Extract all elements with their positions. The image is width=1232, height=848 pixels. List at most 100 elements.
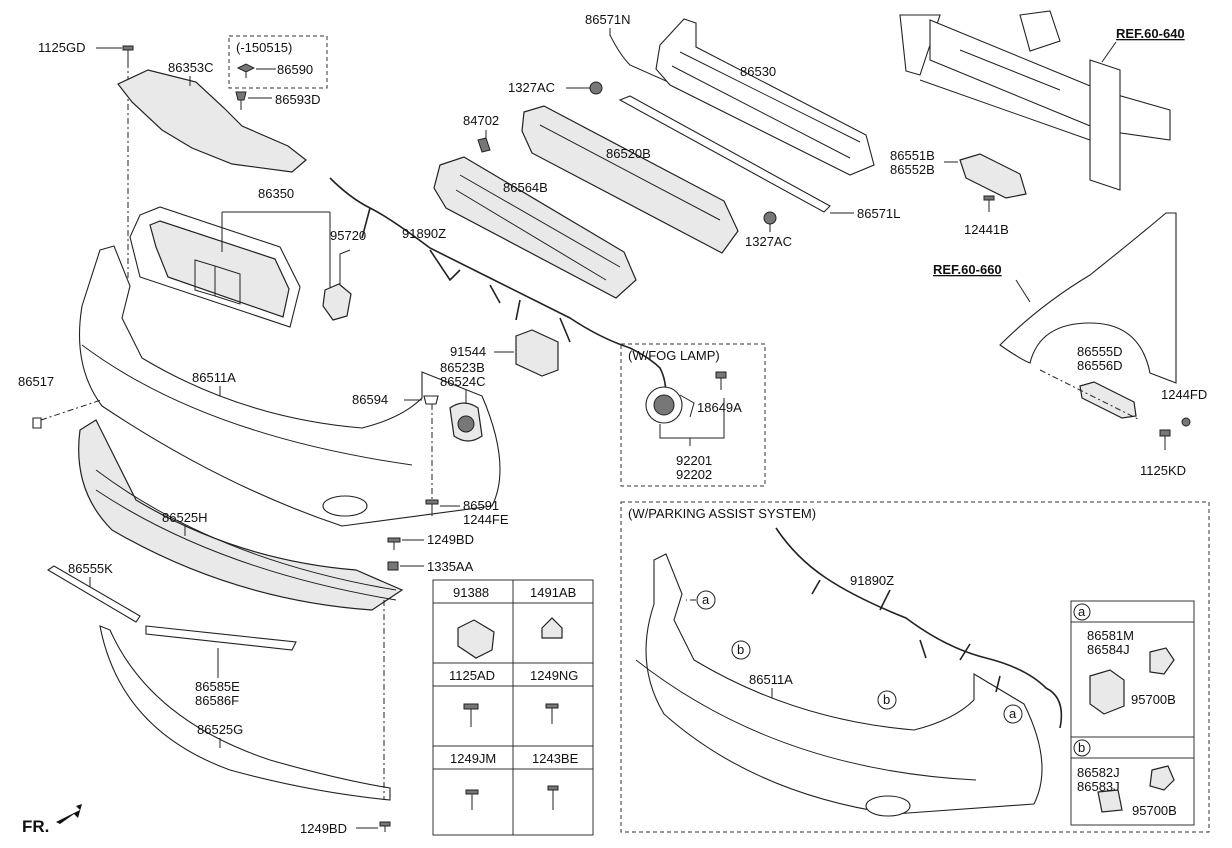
strip-86555K-part (46, 565, 141, 623)
label-86555K: 86555K (68, 561, 113, 576)
detail-panel-a (1070, 600, 1195, 738)
label-1244FD: 1244FD (1161, 387, 1207, 402)
label-1327AC-top: 1327AC (508, 80, 555, 95)
clip-86594-part (423, 395, 439, 405)
screw-1249JM-icon (465, 789, 479, 810)
label-86555D: 86555D (1077, 344, 1123, 359)
label-86350: 86350 (258, 186, 294, 201)
screw-1249BD-bottom-part (356, 821, 391, 832)
cell-1249JM: 1249JM (450, 751, 496, 766)
label-84702: 84702 (463, 113, 499, 128)
label-18649A: 18649A (697, 400, 742, 415)
label-92201: 92201 (676, 453, 712, 468)
label-86593D: 86593D (275, 92, 321, 107)
pas-wiring-91890Z-part (775, 527, 1063, 729)
label-86586F: 86586F (195, 693, 239, 708)
screw-1244FD-part (1181, 417, 1191, 427)
label-86571L: 86571L (857, 206, 900, 221)
bumper-86511A-part (78, 245, 501, 527)
svg-text:a: a (1009, 706, 1017, 721)
label-1249BD-mid: 1249BD (427, 532, 474, 547)
bracket-95720-part (322, 249, 352, 321)
label-91890Z: 91890Z (402, 226, 446, 241)
parking-assist-title: (W/PARKING ASSIST SYSTEM) (628, 506, 816, 521)
nut-1335AA-part (387, 561, 424, 571)
label-1327AC-bottom: 1327AC (745, 234, 792, 249)
label-86591: 86591 (463, 498, 499, 513)
label-86530: 86530 (740, 64, 776, 79)
cap-86517-part (32, 417, 42, 429)
parking-assist-box (620, 501, 1210, 833)
radiator-support-ref-part (899, 10, 1171, 191)
label-86353C: 86353C (168, 60, 214, 75)
label-86584J: 86584J (1087, 642, 1130, 657)
wiring-91890Z-part (329, 177, 667, 409)
screw-12441B-part (983, 195, 995, 212)
cell-1125AD: 1125AD (449, 668, 495, 683)
skid-86525G-part (99, 625, 391, 801)
svg-text:b: b (1078, 740, 1085, 755)
front-arrow-icon (56, 804, 82, 824)
bracket-91544-part (515, 329, 559, 377)
label-1125GD: 1125GD (38, 40, 85, 55)
cell-91388: 91388 (453, 585, 489, 600)
screw-1249NG-icon (545, 703, 559, 724)
label-86556D: 86556D (1077, 358, 1123, 373)
cell-1243BE: 1243BE (532, 751, 579, 766)
bulb-18649A-part (715, 371, 727, 390)
clip-86590-part (236, 63, 276, 78)
screw-1249BD-mid-part (387, 537, 424, 550)
front-direction-label: FR. (22, 817, 49, 836)
callout-b-2: b (877, 690, 897, 710)
callout-a-1: a (686, 590, 716, 610)
detail-panel-b (1070, 736, 1195, 826)
nut-1327AC-top-part (566, 81, 603, 95)
label-86520B: 86520B (606, 146, 651, 161)
label-95700B-b: 95700B (1132, 803, 1177, 818)
ref-60-660[interactable]: REF.60-660 (933, 262, 1002, 277)
label-1335AA: 1335AA (427, 559, 474, 574)
callout-a-2: a (1003, 704, 1023, 724)
label-1125KD: 1125KD (1140, 463, 1186, 478)
absorber-86520B-part (521, 105, 739, 254)
label-95700B-a: 95700B (1131, 692, 1176, 707)
svg-text:a: a (1078, 604, 1086, 619)
label-150515: (-150515) (236, 40, 292, 55)
label-86511A: 86511A (192, 370, 236, 385)
label-86583J: 86583J (1077, 779, 1120, 794)
strip-86585E-part (145, 625, 297, 651)
cell-1249NG: 1249NG (530, 668, 578, 683)
svg-text:b: b (883, 692, 890, 707)
label-86551B: 86551B (890, 148, 935, 163)
label-pas-91890Z: 91890Z (850, 573, 894, 588)
label-86564B: 86564B (503, 180, 548, 195)
pas-bumper-86511A-part (645, 553, 1043, 815)
detail-panel-b-callout: b (1073, 739, 1091, 757)
cover-86353C-part (117, 69, 307, 173)
fog-lamp-title: (W/FOG LAMP) (628, 348, 720, 363)
label-86552B: 86552B (890, 162, 935, 177)
bolt-86591-part (425, 499, 460, 516)
label-86525H: 86525H (162, 510, 208, 525)
detail-panel-a-callout: a (1073, 603, 1091, 621)
strip-86571N-part (609, 34, 811, 146)
fog-lamp-box (620, 343, 766, 487)
strip-86571L-part (618, 95, 831, 213)
label-95720: 95720 (330, 228, 366, 243)
grille-86350-part (129, 206, 301, 328)
screw-1243BE-icon (547, 785, 559, 810)
bolt-1125KD-part (1159, 429, 1171, 450)
fog-lamp-92201-part (645, 386, 695, 424)
label-86585E: 86585E (195, 679, 240, 694)
ref-60-640[interactable]: REF.60-640 (1116, 26, 1185, 41)
clip-91388-icon (457, 619, 495, 659)
screw-1125GD-part (122, 45, 134, 290)
absorber-86564B-part (433, 156, 637, 299)
fender-ref-part (999, 212, 1177, 384)
sensor-95700B-b-part (1149, 765, 1175, 791)
label-86590: 86590 (277, 62, 313, 77)
label-pas-86511A: 86511A (749, 672, 793, 687)
label-1244FE: 1244FE (463, 512, 509, 527)
sensor-95700B-a-part (1149, 647, 1175, 675)
